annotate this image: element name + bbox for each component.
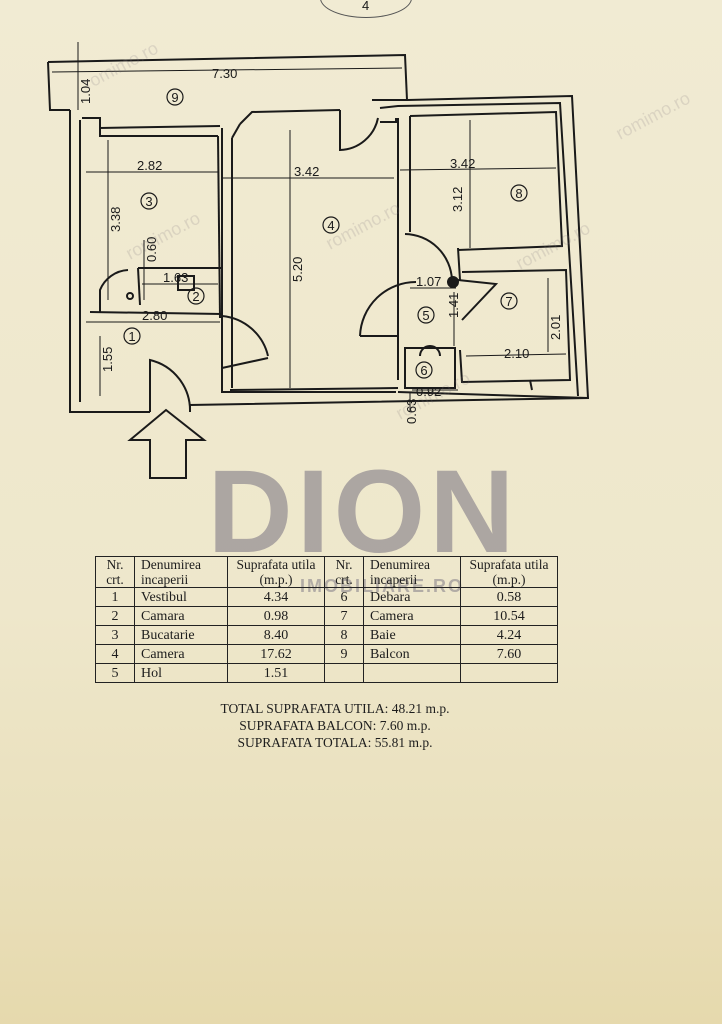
cell-nr: 5 xyxy=(95,663,135,683)
cell-nr: 3 xyxy=(95,625,135,645)
dim-label: 5.20 xyxy=(290,257,305,282)
room-number: 8 xyxy=(515,186,522,201)
room-number: 1 xyxy=(128,329,135,344)
dim-label: 7.30 xyxy=(212,66,237,81)
dim-label: 1.04 xyxy=(78,79,93,104)
cell-sup: 10.54 xyxy=(460,606,558,626)
header-den: Denumirea incaperii xyxy=(134,556,228,588)
entry-arrow xyxy=(127,408,207,479)
wall-kitchen xyxy=(217,135,221,319)
dim-label: 0.60 xyxy=(144,237,159,262)
site-watermark: romimo.ro xyxy=(80,38,161,94)
cell-sup: 0.58 xyxy=(460,587,558,607)
table-row: 1 Vestibul 4.34 6 Debara 0.58 xyxy=(95,587,558,607)
rooms-table: Nr. crt. Denumirea incaperii Suprafata u… xyxy=(95,556,558,683)
door-entry xyxy=(149,358,192,413)
dim-label: 3.38 xyxy=(108,207,123,232)
dim-label: 2.10 xyxy=(504,346,529,361)
room-number: 9 xyxy=(171,90,178,105)
cell-sup: 17.62 xyxy=(227,644,325,664)
cell-sup xyxy=(460,663,558,683)
cell-nr: 1 xyxy=(95,587,135,607)
cell-sup: 8.40 xyxy=(227,625,325,645)
room-number: 5 xyxy=(422,308,429,323)
cell-nr: 9 xyxy=(324,644,364,664)
cell-den: Debara xyxy=(363,587,461,607)
watermark-brand: DION xyxy=(207,446,519,578)
cell-sup: 0.98 xyxy=(227,606,325,626)
cell-sup: 1.51 xyxy=(227,663,325,683)
cell-sup: 4.24 xyxy=(460,625,558,645)
cell-den: Camara xyxy=(134,606,228,626)
cell-den: Vestibul xyxy=(134,587,228,607)
dim-label: 1.55 xyxy=(100,347,115,372)
cell-nr: 6 xyxy=(324,587,364,607)
cell-den: Baie xyxy=(363,625,461,645)
balcony-outline xyxy=(47,53,409,101)
room-number: 6 xyxy=(420,363,427,378)
cell-den: Hol xyxy=(134,663,228,683)
site-watermark: romimo.ro xyxy=(612,88,693,144)
site-watermark: romimo.ro xyxy=(122,208,203,264)
cell-nr: 8 xyxy=(324,625,364,645)
room-number: 2 xyxy=(192,289,199,304)
dim-label: 1.41 xyxy=(446,293,461,318)
table-row: 5 Hol 1.51 xyxy=(95,663,558,683)
table-row: 2 Camara 0.98 7 Camera 10.54 xyxy=(95,606,558,626)
cell-nr: 4 xyxy=(95,644,135,664)
floor-plan: 7.30 1.04 2.82 3.38 0.60 1.63 2.80 1.55 … xyxy=(47,0,693,479)
cell-nr xyxy=(324,663,364,683)
dim-label: 0.63 xyxy=(404,399,419,424)
dim-label: 2.01 xyxy=(548,315,563,340)
dim-label: 2.80 xyxy=(142,308,167,323)
total-totala: SUPRAFATA TOTALA: 55.81 m.p. xyxy=(237,735,433,750)
cell-den: Camera xyxy=(134,644,228,664)
cell-den: Camera xyxy=(363,606,461,626)
cell-den xyxy=(363,663,461,683)
outer-wall xyxy=(69,110,150,413)
header-sup-2: Suprafata utila (m.p.) xyxy=(460,556,558,588)
table-row: 4 Camera 17.62 9 Balcon 7.60 xyxy=(95,644,558,664)
dim-label: 3.42 xyxy=(294,164,319,179)
table-row: 3 Bucatarie 8.40 8 Baie 4.24 xyxy=(95,625,558,645)
cell-sup: 4.34 xyxy=(227,587,325,607)
total-utila: TOTAL SUPRAFATA UTILA: 48.21 m.p. xyxy=(220,701,450,716)
cell-nr: 7 xyxy=(324,606,364,626)
dim-label: 3.12 xyxy=(450,187,465,212)
dim-label: 1.63 xyxy=(163,270,188,285)
totals-block: TOTAL SUPRAFATA UTILA: 48.21 m.p. SUPRAF… xyxy=(200,700,470,751)
cell-nr: 2 xyxy=(95,606,135,626)
header-sup: Suprafata utila (m.p.) xyxy=(227,556,325,588)
dim-label: 2.82 xyxy=(137,158,162,173)
dim-label: 0.92 xyxy=(416,384,441,399)
cell-den: Bucatarie xyxy=(134,625,228,645)
room-number: 3 xyxy=(145,194,152,209)
stamp-number: 4 xyxy=(362,0,369,13)
room-number: 7 xyxy=(505,294,512,309)
header-nr-2: Nr. crt. xyxy=(324,556,364,588)
total-balcon: SUPRAFATA BALCON: 7.60 m.p. xyxy=(239,718,431,733)
room-number: 4 xyxy=(327,218,334,233)
table-header-row: Nr. crt. Denumirea incaperii Suprafata u… xyxy=(95,556,558,588)
dim-label: 1.07 xyxy=(416,274,441,289)
cell-den: Balcon xyxy=(363,644,461,664)
site-watermark: romimo.ro xyxy=(322,198,403,254)
header-nr: Nr. crt. xyxy=(95,556,135,588)
cell-sup: 7.60 xyxy=(460,644,558,664)
header-den-2: Denumirea incaperii xyxy=(363,556,461,588)
dim-label: 3.42 xyxy=(450,156,475,171)
